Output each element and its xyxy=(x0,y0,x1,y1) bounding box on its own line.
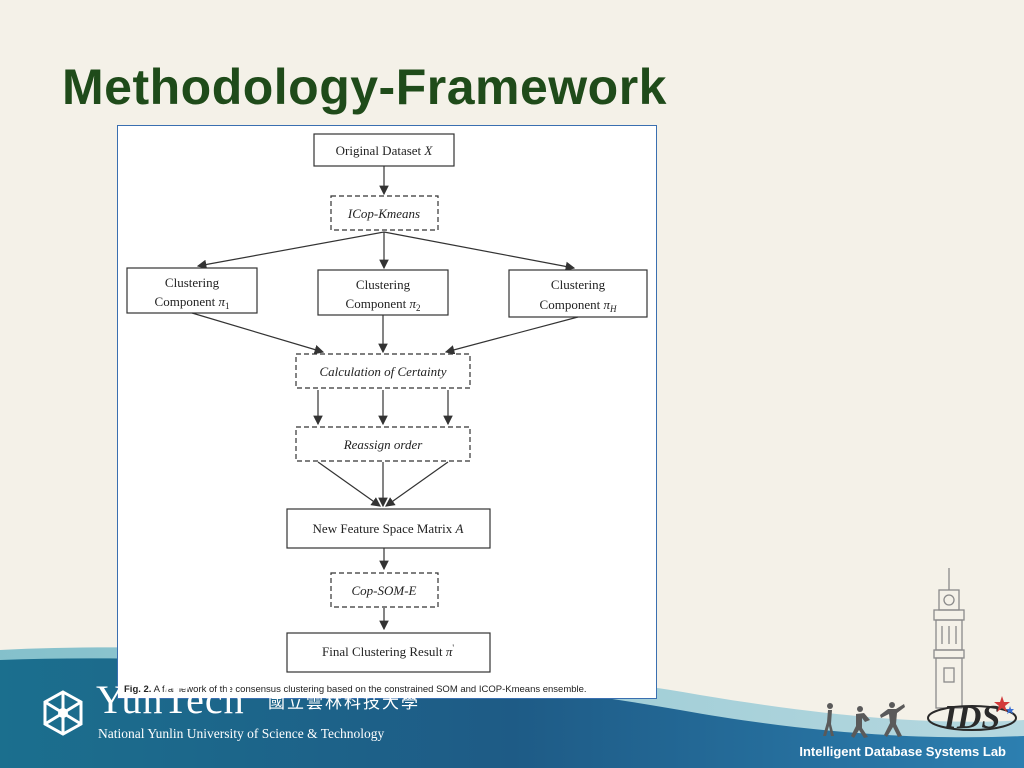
edge-component-1-to-calc xyxy=(191,312,325,355)
node-matrix-var: A xyxy=(455,521,464,536)
node-icop-kmeans-label: ICop-Kmeans xyxy=(347,206,420,221)
component-2-line2: Component xyxy=(346,296,410,311)
edge-reassign-to-matrix-3 xyxy=(385,461,449,507)
yuntech-logo: YunTech 國立雲林科技大學 National Yunlin Univers… xyxy=(36,677,436,746)
node-original-dataset: Original Dataset X xyxy=(313,133,455,167)
node-original-dataset-text: Original Dataset xyxy=(336,143,425,158)
node-final-prime: ' xyxy=(452,643,454,653)
component-h-subscript: H xyxy=(609,304,617,314)
node-cop-som-e: Cop-SOM-E xyxy=(330,572,439,608)
svg-text:Component π1: Component π1 xyxy=(155,294,230,311)
figure-caption-prefix: Fig. 2. xyxy=(124,684,152,695)
edge-icop-to-component-1 xyxy=(196,231,385,270)
clock-tower-icon xyxy=(933,568,965,709)
figure-caption: Fig. 2. A framework of the consensus clu… xyxy=(124,684,654,695)
node-reassign-order: Reassign order xyxy=(295,426,471,462)
framework-figure: Original Dataset X ICop-Kmeans Clusterin… xyxy=(117,125,657,699)
component-1-line2: Component xyxy=(155,294,219,309)
figure-caption-text: A framework of the consensus clustering … xyxy=(151,684,587,695)
university-cjk-name: 國立雲林科技大學 xyxy=(268,693,420,713)
node-copsom-label: Cop-SOM-E xyxy=(352,583,417,598)
snowflake-emblem-icon xyxy=(43,690,83,736)
component-1-symbol: π xyxy=(218,294,225,309)
node-final-symbol: π xyxy=(446,644,453,659)
node-clustering-component-2: Clustering Component π2 xyxy=(317,269,449,316)
component-1-line1: Clustering xyxy=(165,275,220,290)
component-h-symbol: π xyxy=(603,297,610,312)
component-h-line1: Clustering xyxy=(551,277,606,292)
node-matrix-text: New Feature Space Matrix xyxy=(313,521,456,536)
node-final-text: Final Clustering Result xyxy=(322,644,446,659)
component-2-symbol: π xyxy=(409,296,416,311)
node-icop-kmeans: ICop-Kmeans xyxy=(330,195,439,231)
node-original-dataset-var: X xyxy=(423,143,433,158)
edge-component-h-to-calc xyxy=(444,316,579,355)
node-clustering-component-h: Clustering Component πH xyxy=(508,269,648,318)
node-new-feature-space-matrix: New Feature Space Matrix A xyxy=(286,508,491,549)
component-h-line2: Component xyxy=(540,297,604,312)
component-1-subscript: 1 xyxy=(225,301,230,311)
svg-text:Original Dataset X: Original Dataset X xyxy=(336,143,434,158)
slide-title: Methodology-Framework xyxy=(62,59,667,115)
node-final-clustering-result: Final Clustering Result π' xyxy=(286,632,491,673)
component-2-subscript: 2 xyxy=(416,303,421,313)
svg-text:New Feature Space Matrix A: New Feature Space Matrix A xyxy=(313,521,464,536)
svg-text:Component πH: Component πH xyxy=(540,297,617,314)
component-2-line1: Clustering xyxy=(356,277,411,292)
edge-icop-to-component-h xyxy=(383,231,576,272)
university-full-name: National Yunlin University of Science & … xyxy=(98,726,385,741)
svg-text:Final Clustering Result π': Final Clustering Result π' xyxy=(322,643,454,659)
edge-reassign-to-matrix-1 xyxy=(317,461,381,507)
university-wordmark: YunTech xyxy=(96,677,245,722)
ids-lab-logo-icon: IDS xyxy=(927,696,1017,736)
dancing-figures-icon xyxy=(823,702,905,738)
framework-flowchart: Original Dataset X ICop-Kmeans Clusterin… xyxy=(126,133,648,673)
node-calculation-of-certainty: Calculation of Certainty xyxy=(295,353,471,389)
svg-text:Component π2: Component π2 xyxy=(346,296,421,313)
lab-name-footer: Intelligent Database Systems Lab xyxy=(799,744,1006,759)
node-clustering-component-1: Clustering Component π1 xyxy=(126,267,258,314)
ids-logo-text: IDS xyxy=(943,699,1001,736)
node-calc-label: Calculation of Certainty xyxy=(319,364,446,379)
node-reassign-label: Reassign order xyxy=(343,437,424,452)
